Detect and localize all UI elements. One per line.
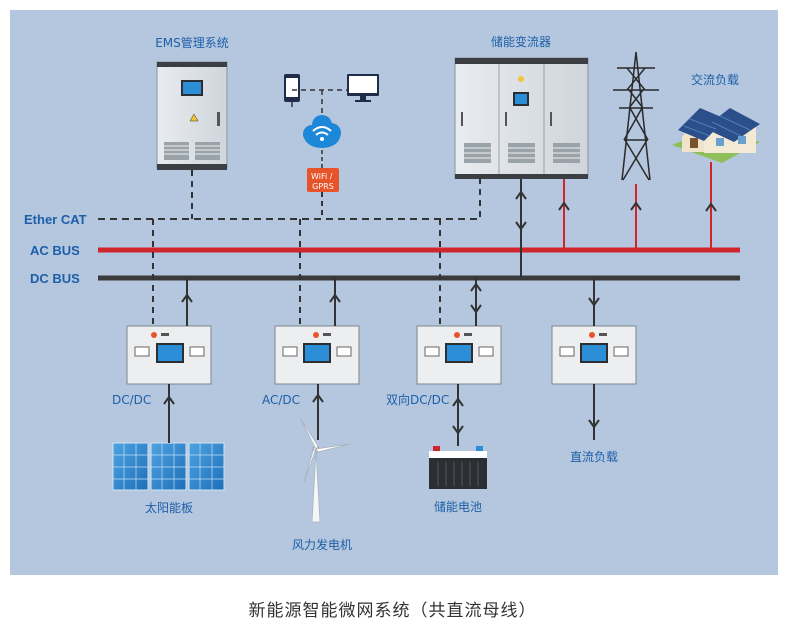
converter-dcbus-links (181, 278, 600, 326)
monitor-icon (347, 74, 379, 102)
dc-load-arrow-down (588, 419, 600, 429)
solar-panel-icon (112, 442, 225, 491)
tower-arrow-up (630, 201, 642, 211)
dc-load-label: 直流负载 (570, 450, 618, 464)
wifi-gprs-text-line2: GPRS (312, 182, 334, 191)
house-arrow-up (705, 202, 717, 212)
ems-label: EMS管理系统 (155, 35, 229, 50)
dcdc-label: DC/DC (112, 393, 151, 407)
acdc-label: AC/DC (262, 393, 300, 407)
battery-arrow-up (452, 397, 464, 407)
wifi-gprs-badge (307, 168, 339, 192)
bidirectional-dcdc-label: 双向DC/DC (386, 392, 449, 407)
pcs-ac-arrow-up (558, 201, 570, 211)
wind-turbine-label: 风力发电机 (292, 537, 352, 552)
device-link (291, 89, 347, 116)
battery-arrow-down (452, 425, 464, 435)
wind-arrow-up (312, 393, 324, 403)
battery-icon (429, 446, 487, 489)
ac-load-label: 交流负载 (691, 72, 739, 87)
phone-icon (284, 74, 300, 102)
ems-cabinet (156, 61, 228, 170)
house-icon (672, 108, 760, 163)
ac-bus-label: AC BUS (30, 243, 80, 258)
ethercat-drops (152, 219, 441, 326)
storage-inverter-label: 储能变流器 (491, 34, 551, 49)
solar-panel-label: 太阳能板 (145, 500, 193, 515)
wifi-gprs-text: WiFi / (311, 172, 333, 181)
storage-inverter-cabinet (454, 57, 589, 179)
pcs-dc-arrow-up (515, 190, 527, 200)
wind-turbine-icon (299, 417, 351, 523)
ethercat-label: Ether CAT (24, 212, 87, 227)
battery-label: 储能电池 (434, 499, 482, 514)
pcs-dc-arrow-down (515, 221, 527, 231)
solar-arrow-up (163, 395, 175, 405)
wifi-gprs-label: WiFi / GPRS (311, 172, 335, 191)
bidirectional-dcdc-converter (416, 325, 502, 385)
dc-bus-label: DC BUS (30, 271, 80, 286)
dc-load-converter (551, 325, 637, 385)
acdc-converter (274, 325, 360, 385)
figure-caption: 新能源智能微网系统（共直流母线） (248, 601, 537, 621)
transmission-tower-icon (613, 51, 659, 181)
cloud-wifi-icon (303, 115, 341, 148)
dcdc-converter (126, 325, 212, 385)
